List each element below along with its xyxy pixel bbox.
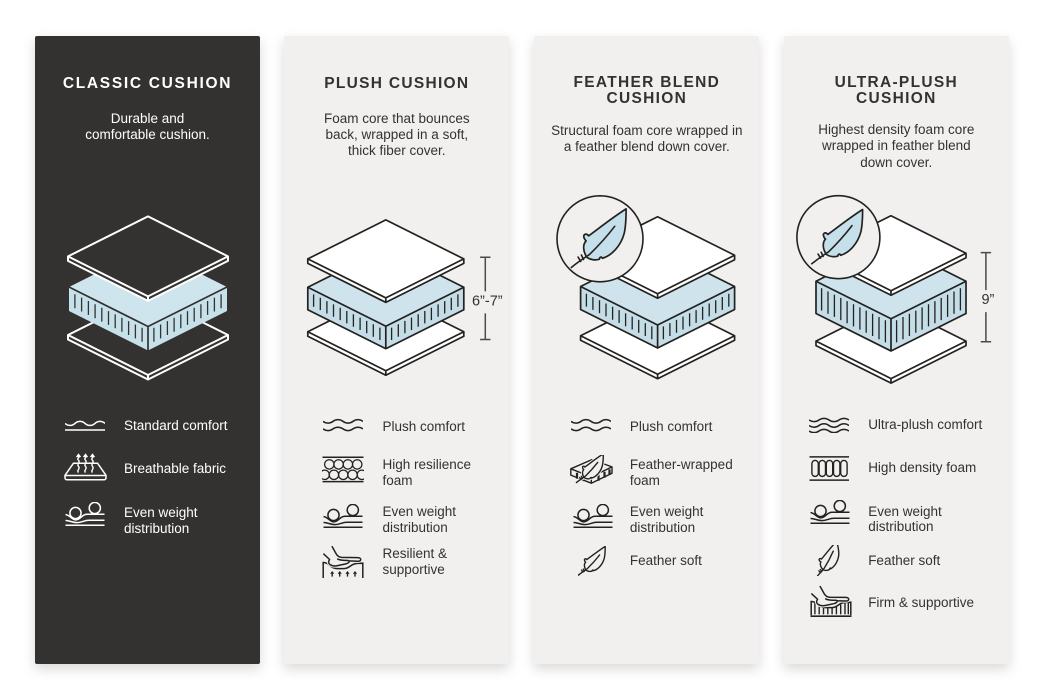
- svg-text:6”-7”: 6”-7”: [472, 293, 503, 309]
- svg-text:9”: 9”: [981, 292, 994, 308]
